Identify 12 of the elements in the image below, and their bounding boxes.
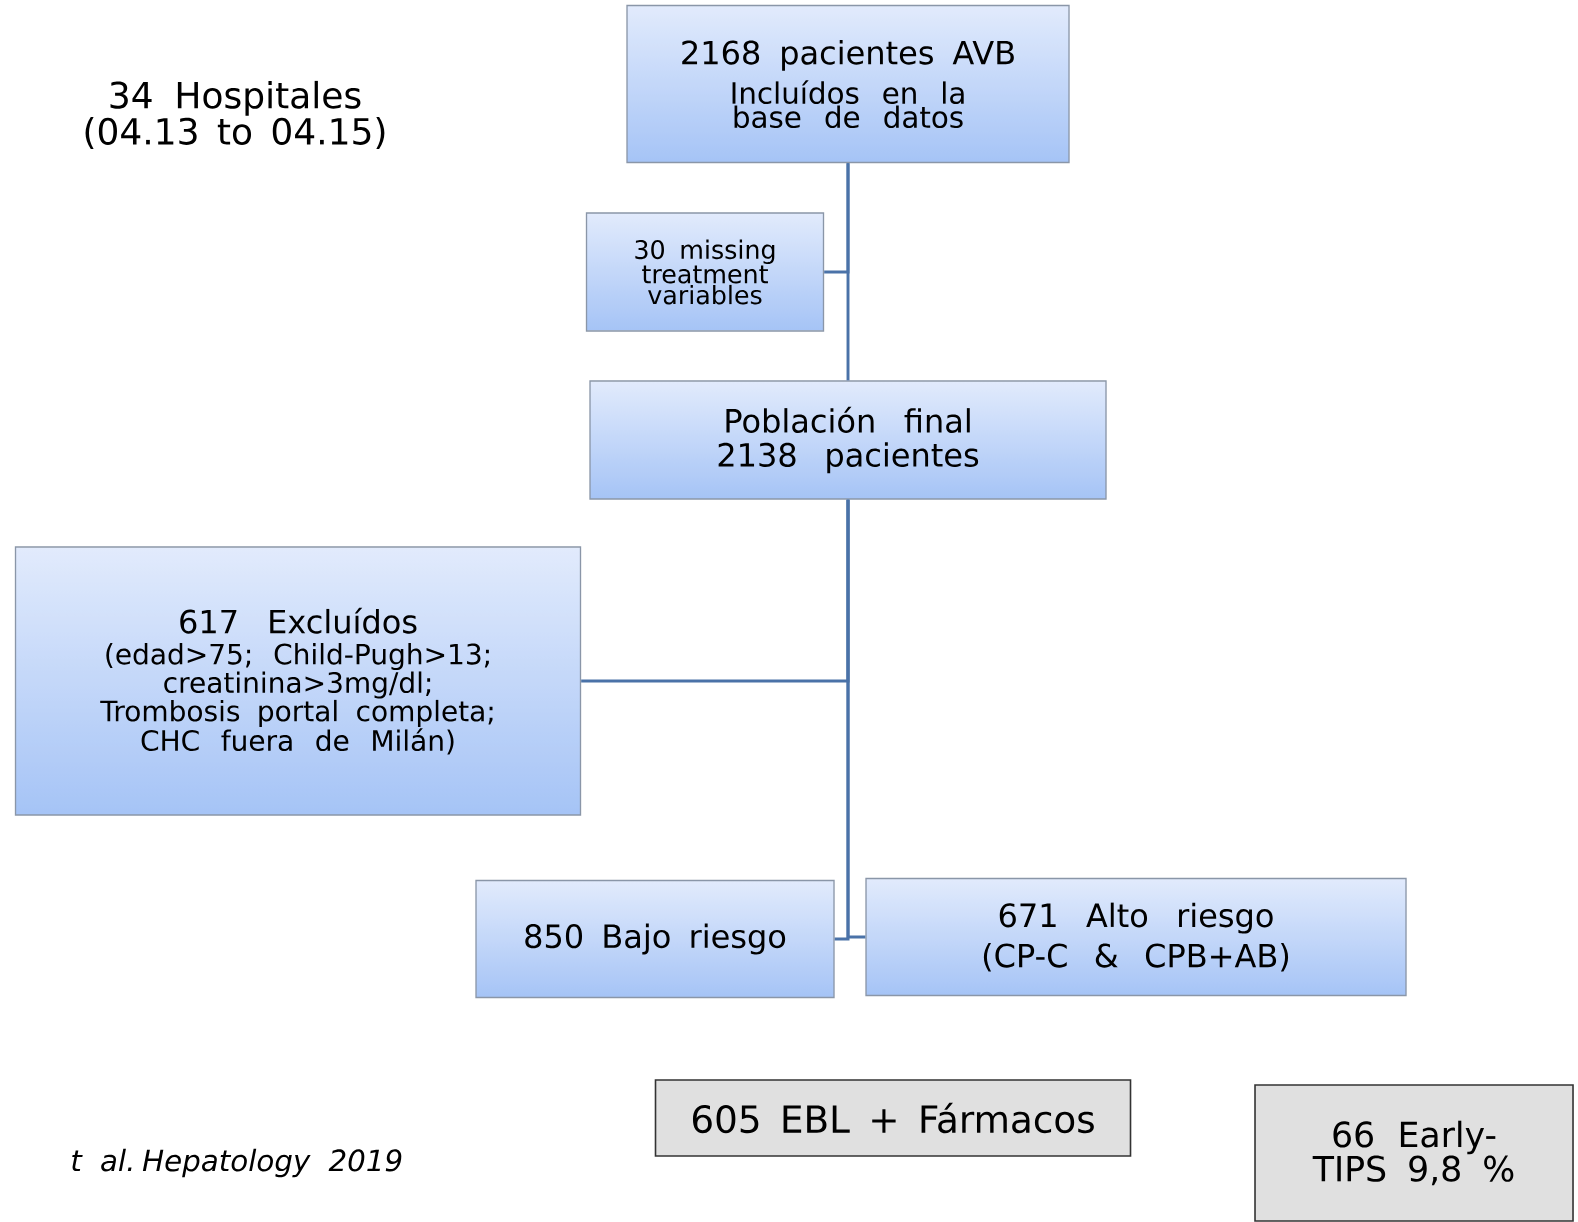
flow-box: 2168 pacientes AVB Incluídos en la base de datos <box>626 4 1070 164</box>
result-box: 66 Early-TIPS 9,8 % <box>1254 1084 1574 1222</box>
note-text: 34 Hospitales (04.13 to 04.15) <box>85 80 385 150</box>
flow-box: 30 missing treatment variables <box>585 212 825 332</box>
flow-box: 850 Bajo riesgo <box>475 879 835 999</box>
connector-line <box>846 499 866 939</box>
flow-box: Población final 2138 pacientes <box>589 380 1107 500</box>
connector-line <box>846 163 850 381</box>
note-text: t al. Hepatology 2019 <box>72 1148 402 1178</box>
flow-box: 617 Excluídos (edad>75; Child-Pugh>13; creatinina>3mg/dl; Trombosis portal completa; CHC fuera de Milán) <box>14 546 582 816</box>
flow-box: 671 Alto riesgo (CP-C & CPB+AB) <box>865 877 1407 997</box>
result-box: 605 EBL + Fármacos <box>654 1079 1132 1157</box>
